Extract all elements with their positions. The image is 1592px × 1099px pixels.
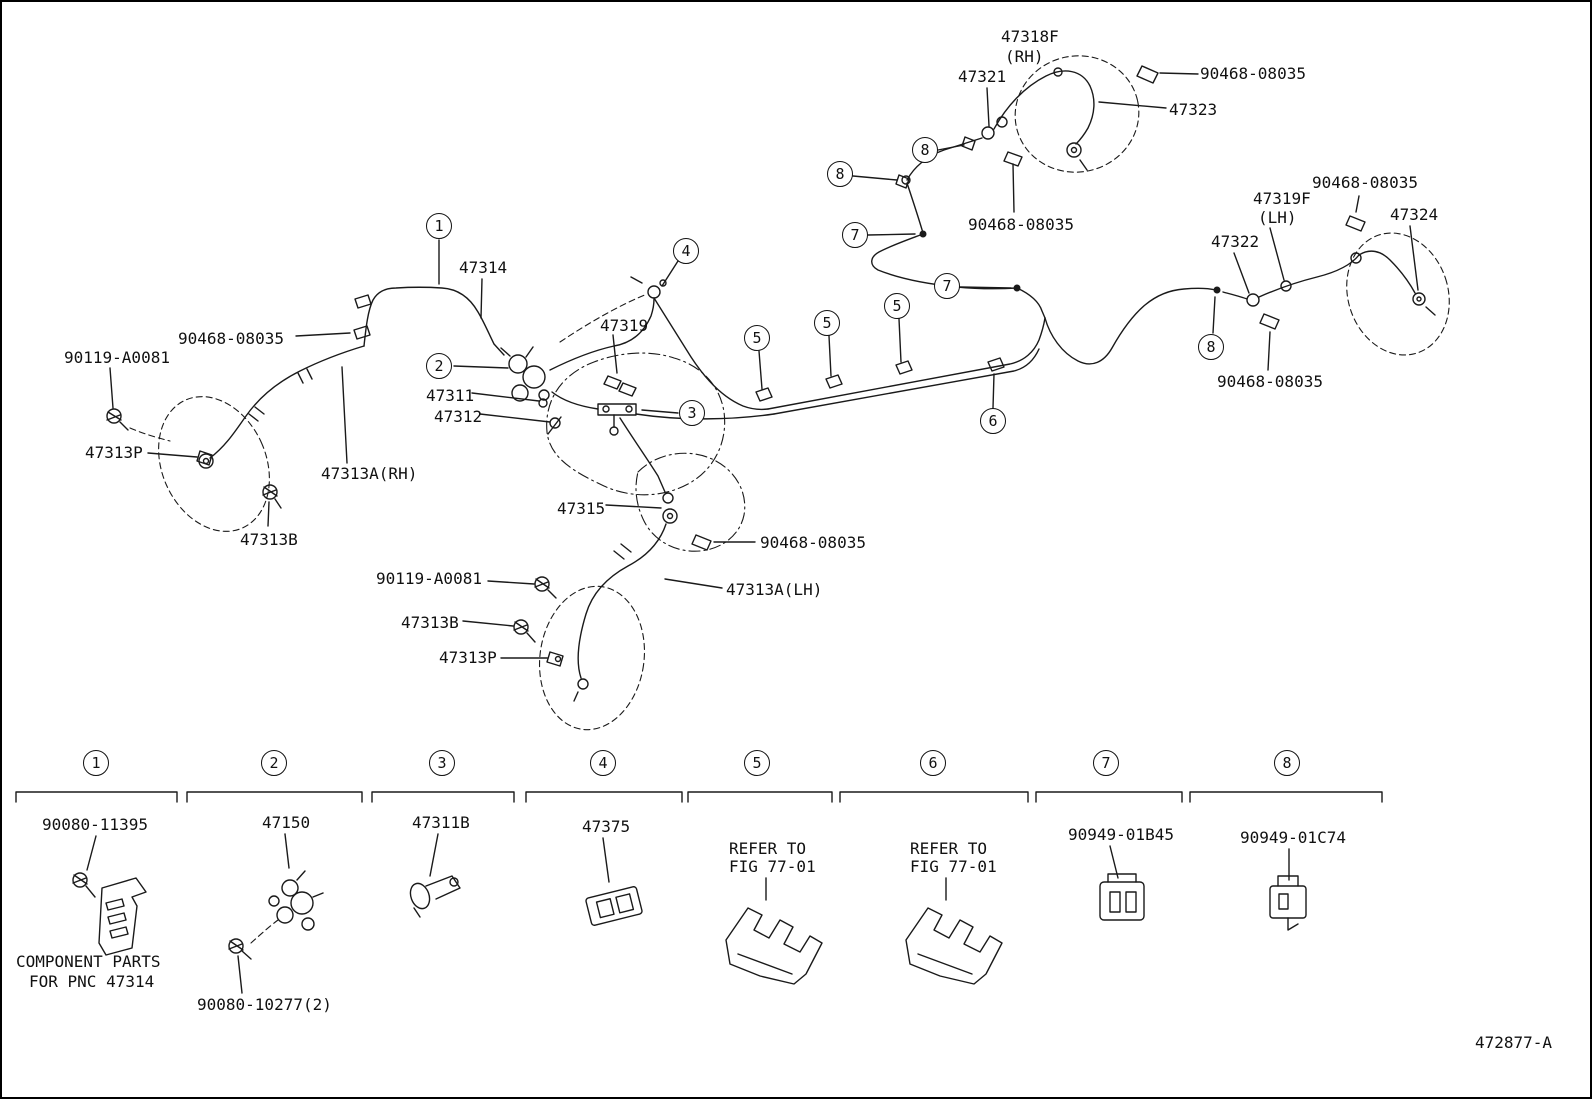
part-label-47311: 47311: [426, 386, 475, 405]
part-label-90119-front-lh: 90119-A0081: [376, 569, 482, 588]
part-label-47319f: 47319F: [1253, 189, 1311, 208]
callout-2: 2: [426, 353, 452, 379]
part-label-90080-10277: 90080-10277(2): [197, 995, 332, 1014]
part-label-47313a-rh: 47313A(RH): [321, 464, 418, 483]
callout-8-a: 8: [827, 161, 853, 187]
component-callout-8: 8: [1274, 750, 1300, 776]
part-label-90468-right-lower: 90468-08035: [1217, 372, 1323, 391]
callout-5-c: 5: [884, 293, 910, 319]
part-label-90468-front-left: 90468-08035: [178, 329, 284, 348]
part-label-47319f-side: (LH): [1258, 208, 1297, 227]
component-callout-1: 1: [83, 750, 109, 776]
part-label-90119-front-rh: 90119-A0081: [64, 348, 170, 367]
part-label-90949-01c74: 90949-01C74: [1240, 828, 1346, 847]
refer-note-5-line2: FIG 77-01: [729, 857, 816, 876]
part-label-47315: 47315: [557, 499, 606, 518]
part-label-90949-01b45: 90949-01B45: [1068, 825, 1174, 844]
component-row-drawing: [15, 791, 1383, 994]
part-label-47324: 47324: [1390, 205, 1439, 224]
component-callout-3: 3: [429, 750, 455, 776]
callout-3: 3: [679, 400, 705, 426]
component-callout-7: 7: [1093, 750, 1119, 776]
part-label-90080-11395: 90080-11395: [42, 815, 148, 834]
part-label-90468-right-upper: 90468-08035: [1312, 173, 1418, 192]
part-label-47313p-lh: 47313P: [439, 648, 497, 667]
part-label-47313p-rh: 47313P: [85, 443, 143, 462]
component-callout-6: 6: [920, 750, 946, 776]
part-label-47375: 47375: [582, 817, 631, 836]
part-label-47322: 47322: [1211, 232, 1260, 251]
proportioning-valve-drawing: [453, 346, 562, 435]
callout-7-a: 7: [842, 222, 868, 248]
part-label-47319: 47319: [600, 316, 649, 335]
refer-note-6-line1: REFER TO: [910, 839, 988, 858]
callout-5-b: 5: [814, 310, 840, 336]
part-label-47314: 47314: [459, 258, 508, 277]
refer-note-6-line2: FIG 77-01: [910, 857, 997, 876]
part-label-47313b-rh: 47313B: [240, 530, 298, 549]
component-callout-4: 4: [590, 750, 616, 776]
part-label-47312: 47312: [434, 407, 483, 426]
part-label-90468-top-right: 90468-08035: [1200, 64, 1306, 83]
part-label-47318f-side: (RH): [1005, 47, 1044, 66]
front-lh-hose-drawing: [462, 417, 756, 731]
component-note-line2: FOR PNC 47314: [29, 972, 155, 991]
part-label-47150: 47150: [262, 813, 311, 832]
center-tube-drawing: [549, 260, 1046, 436]
part-label-47313b-lh: 47313B: [401, 613, 459, 632]
component-callout-5: 5: [744, 750, 770, 776]
front-rh-hose-drawing: [106, 239, 505, 532]
refer-note-5-line1: REFER TO: [729, 839, 807, 858]
callout-7-b: 7: [934, 273, 960, 299]
callout-5-a: 5: [744, 325, 770, 351]
callout-8-c: 8: [1198, 334, 1224, 360]
callout-4: 4: [673, 238, 699, 264]
rear-tube-drawing: [852, 136, 1217, 365]
part-label-47321: 47321: [958, 67, 1007, 86]
body-reference-outlines: [546, 352, 746, 552]
component-callout-2: 2: [261, 750, 287, 776]
part-label-47318f: 47318F: [1001, 27, 1059, 46]
callout-8-b: 8: [912, 137, 938, 163]
part-label-47323: 47323: [1169, 100, 1218, 119]
callout-1: 1: [426, 213, 452, 239]
figure-code: 472877-A: [1475, 1033, 1553, 1052]
component-note-line1: COMPONENT PARTS: [16, 952, 161, 971]
part-label-90468-front-lh: 90468-08035: [760, 533, 866, 552]
part-label-47311b: 47311B: [412, 813, 470, 832]
part-label-90468-rear-mid: 90468-08035: [968, 215, 1074, 234]
part-label-47313a-lh: 47313A(LH): [726, 580, 823, 599]
callout-6: 6: [980, 408, 1006, 434]
rear-rh-hose-drawing: [906, 55, 1199, 213]
rear-lh-hose-drawing: [1212, 195, 1450, 371]
